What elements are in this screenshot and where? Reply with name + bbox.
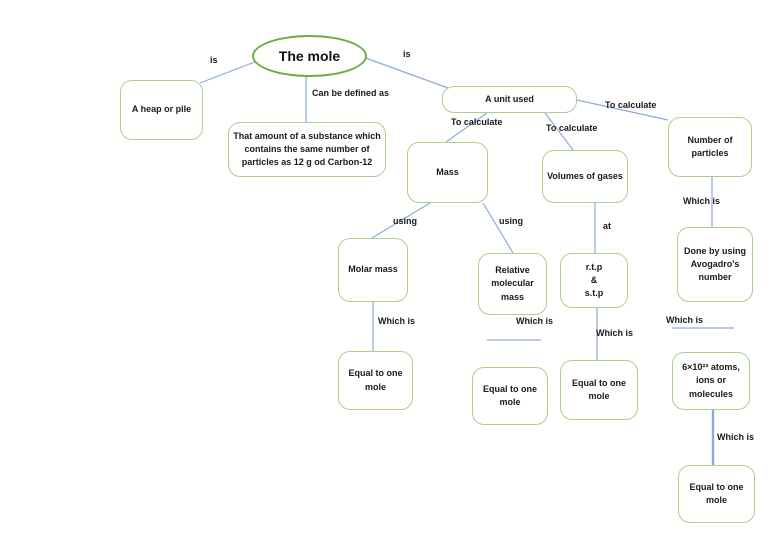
connector-unit-volumes [544,112,574,151]
node-mass: Mass [407,142,488,203]
node-a-unit-used: A unit used [442,86,577,113]
node-volumes-of-gases: Volumes of gases [542,150,628,203]
edge-label-is-right: is [403,49,411,59]
node-molar-mass: Molar mass [338,238,408,302]
connector-mole-unit [351,52,449,89]
node-number-of-particles: Number of particles [668,117,752,177]
edge-label-to-calculate-mass: To calculate [451,117,503,127]
node-heap-or-pile: A heap or pile [120,80,203,140]
edge-label-to-calculate-volumes: To calculate [546,123,598,133]
edge-label-which-is-relative: Which is [516,316,554,326]
edge-label-to-calculate-particles: To calculate [605,100,657,110]
edge-label-using-relative: using [499,216,523,226]
node-the-mole-label: The mole [278,48,341,64]
edge-label-is-left: is [210,55,218,65]
edge-label-can-be-defined-as: Can be defined as [312,88,390,98]
connector-unit-particles [576,99,669,121]
node-the-mole: The mole [252,35,367,77]
edge-label-at: at [603,221,612,231]
edge-label-using-molar: using [393,216,417,226]
node-rtp-stp: r.t.p & s.t.p [560,253,628,308]
node-relative-molecular-mass: Relative molecular mass [478,253,547,315]
node-equal-to-one-mole-atoms: Equal to one mole [678,465,755,523]
edge-label-which-is-molar: Which is [378,316,416,326]
edge-label-which-is-atoms: Which is [717,432,755,442]
node-equal-to-one-mole-molar: Equal to one mole [338,351,413,410]
edge-label-which-is-particles: Which is [683,196,721,206]
edge-label-which-is-rtp: Which is [596,328,634,338]
node-done-by-avogadros-number: Done by using Avogadro's number [677,227,753,302]
node-equal-to-one-mole-relative: Equal to one mole [472,367,548,425]
connector-mass-molar [371,202,431,239]
connector-mass-relative [482,202,514,254]
connector-unit-mass [445,112,488,143]
edge-label-which-is-doneby: Which is [666,315,704,325]
node-definition: That amount of a substance which contain… [228,122,386,177]
node-avogadro-count: 6×10²³ atoms, ions or molecules [672,352,750,410]
node-equal-to-one-mole-rtp: Equal to one mole [560,360,638,420]
